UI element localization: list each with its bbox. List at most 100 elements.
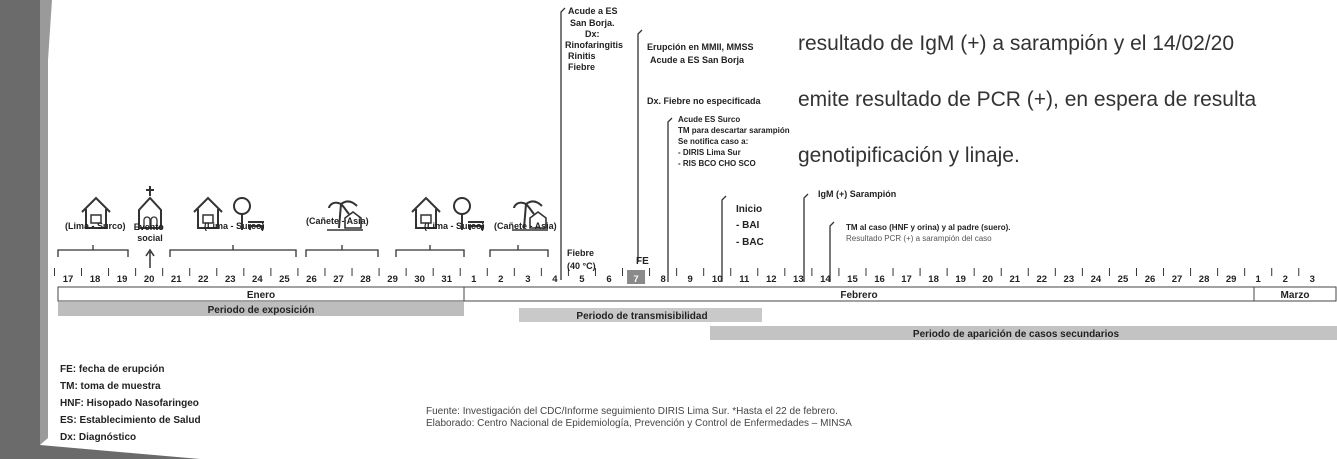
day-label: 17	[901, 274, 912, 285]
location-label: (Lima - Surco)	[424, 221, 485, 231]
acude-san-borja-line-5: Rinitis	[568, 51, 596, 61]
day-label: 25	[1118, 274, 1129, 285]
event-acude-surco: Acude ES Surco TM para descartar sarampi…	[678, 115, 792, 168]
day-label: 30	[414, 274, 425, 285]
bracket	[489, 245, 549, 257]
period-secundarios-label: Periodo de aparición de casos secundario…	[913, 329, 1120, 340]
day-label: 14	[820, 274, 831, 285]
acude-san-borja-line-3: Dx:	[585, 29, 600, 39]
event-acude-san-borja: Acude a ES San Borja. Dx: Rinofaringitis…	[565, 6, 626, 72]
day-label: 1	[471, 274, 477, 285]
day-label: 21	[171, 274, 182, 285]
event-fe-label: FE	[636, 256, 649, 267]
day-label: 1	[1256, 274, 1262, 285]
bracket	[169, 245, 297, 257]
up-arrow-icon	[145, 248, 155, 268]
event-inicio: Inicio - BAI - BAC	[736, 204, 765, 248]
header-line-2: emite resultado de PCR (+), en espera de…	[798, 88, 1257, 111]
location-label: (Lima - Surco)	[65, 221, 126, 231]
inicio-line-1: Inicio	[736, 204, 762, 215]
day-label: 4	[552, 274, 558, 285]
header-line-3: genotipificación y linaje.	[798, 144, 1020, 167]
church-icon	[138, 186, 162, 229]
period-exposicion-label: Periodo de exposición	[208, 305, 315, 316]
location-label: (Cañete - Asia)	[306, 216, 369, 226]
legend-hnf: HNF: Hisopado Nasofaringeo	[60, 398, 199, 409]
day-label: 19	[117, 274, 128, 285]
day-label: 2	[498, 274, 503, 285]
event-fiebre: Fiebre (40 °C)	[567, 248, 597, 271]
day-label: 11	[739, 274, 750, 285]
period-exposicion-bar	[58, 302, 464, 316]
day-label: 6	[606, 274, 611, 285]
event-dx-fiebre: Dx. Fiebre no especificada	[647, 96, 762, 106]
event-igm: IgM (+) Sarampión	[818, 189, 896, 199]
event-arrow-line	[637, 29, 643, 262]
day-label: 26	[306, 274, 317, 285]
day-label: 3	[525, 274, 530, 285]
legend-tm: TM: toma de muestra	[60, 381, 161, 392]
day-label: 7	[633, 274, 638, 285]
month-febrero: Febrero	[840, 290, 877, 301]
day-label: 18	[928, 274, 939, 285]
acude-san-borja-line-4: Rinofaringitis	[565, 40, 623, 50]
day-label: 25	[279, 274, 290, 285]
day-label: 17	[63, 274, 74, 285]
location-label: Evento social	[134, 222, 167, 243]
erupcion-line-2: Acude a ES San Borja	[650, 55, 745, 65]
page-edge-shadow-light	[40, 0, 52, 445]
acude-surco-line-4: - DIRIS Lima Sur	[678, 148, 741, 157]
day-label: 22	[198, 274, 209, 285]
location-label: (Cañete - Asia)	[494, 221, 557, 231]
period-transmisibilidad-bar	[519, 308, 762, 322]
legend-es: ES: Establecimiento de Salud	[60, 415, 201, 426]
day-label: 20	[982, 274, 993, 285]
day-label: 29	[1226, 274, 1237, 285]
day-label: 12	[766, 274, 777, 285]
event-tm-caso: TM al caso (HNF y orina) y al padre (sue…	[846, 223, 1010, 232]
day-label: 24	[1091, 274, 1102, 285]
day-label: 24	[252, 274, 263, 285]
day-label: 13	[793, 274, 804, 285]
location-label: (Lima - Surco)	[204, 221, 265, 231]
acude-san-borja-line-6: Fiebre	[568, 62, 595, 72]
day-label: 29	[387, 274, 398, 285]
evento-social-line-2: social	[137, 233, 163, 243]
day-label: 26	[1145, 274, 1156, 285]
highlight-day-box	[627, 270, 646, 284]
source-line-1: Fuente: Investigación del CDC/Informe se…	[426, 406, 838, 417]
tree-bench-icon	[453, 197, 484, 230]
bracket	[305, 245, 379, 257]
erupcion-line-1: Erupción en MMII, MMSS	[647, 42, 754, 52]
event-pcr: Resultado PCR (+) a sarampión del caso	[846, 234, 992, 243]
source-line-2: Elaborado: Centro Nacional de Epidemiolo…	[426, 418, 852, 429]
event-fiebre-line-1: Fiebre	[567, 248, 594, 258]
house-icon	[193, 196, 223, 229]
event-arrow-line	[560, 7, 566, 280]
day-label: 27	[1172, 274, 1183, 285]
event-erupcion: Erupción en MMII, MMSS Acude a ES San Bo…	[647, 42, 756, 65]
legend: FE: fecha de erupción TM: toma de muestr…	[60, 361, 201, 446]
event-arrow-line	[803, 193, 809, 282]
acude-san-borja-line-1: Acude a ES	[568, 6, 618, 16]
event-arrow-line	[829, 221, 835, 282]
header-text: resultado de IgM (+) a sarampión y el 14…	[798, 2, 1337, 198]
day-label: 9	[688, 274, 693, 285]
acude-surco-line-1: Acude ES Surco	[678, 115, 740, 124]
day-label: 22	[1037, 274, 1048, 285]
palm-house-icon	[327, 200, 363, 231]
day-label: 23	[1064, 274, 1075, 285]
day-label: 23	[225, 274, 236, 285]
day-label: 31	[441, 274, 452, 285]
bracket	[57, 245, 129, 257]
house-icon	[81, 196, 111, 229]
palm-house-icon	[512, 200, 548, 231]
header-line-1: resultado de IgM (+) a sarampión y el 14…	[798, 32, 1234, 55]
day-label: 19	[955, 274, 966, 285]
inicio-line-3: - BAC	[736, 237, 764, 248]
day-label: 15	[847, 274, 858, 285]
house-icon	[411, 196, 441, 229]
day-label: 28	[360, 274, 371, 285]
day-label: 18	[90, 274, 101, 285]
evento-social-line-1: Evento	[134, 222, 165, 232]
